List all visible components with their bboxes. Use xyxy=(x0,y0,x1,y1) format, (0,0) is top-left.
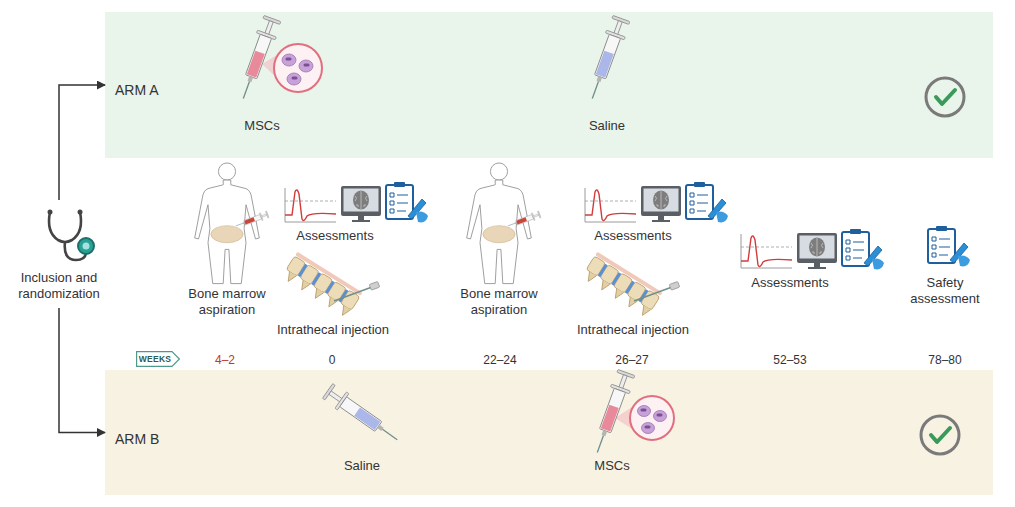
clipboard xyxy=(928,226,970,266)
stem-cell xyxy=(638,406,651,417)
stem-cell xyxy=(654,411,667,422)
msc-syringe xyxy=(588,369,636,456)
arm-band: ARM B Saline MSCs xyxy=(105,370,993,495)
week-number: 26–27 xyxy=(602,352,662,368)
step-label: Intrathecal injection xyxy=(258,322,408,338)
week-number: 52–53 xyxy=(760,352,820,368)
stem-cell xyxy=(299,60,313,72)
signal-graph xyxy=(741,234,792,268)
stem-cell xyxy=(282,54,296,66)
treatment-label: MSCs xyxy=(222,118,302,134)
human-body xyxy=(467,163,532,284)
treatment-label: MSCs xyxy=(572,458,652,474)
check-icon xyxy=(921,416,959,454)
connector-arrow xyxy=(59,85,105,200)
connector-arrow xyxy=(59,308,105,433)
step-label: Safety assessment xyxy=(905,275,985,307)
mri-monitor xyxy=(641,186,681,222)
magnifier-wedge xyxy=(262,46,292,92)
magnifier-wedge xyxy=(615,402,640,434)
lumbar-spine xyxy=(281,252,379,318)
node-label: Inclusion and randomization xyxy=(14,270,104,302)
clipboard xyxy=(842,229,884,269)
clipboard xyxy=(686,182,728,222)
week-number: 78–80 xyxy=(915,352,975,368)
stem-cell xyxy=(642,423,655,434)
cell-magnifier xyxy=(274,44,322,92)
saline-syringe xyxy=(583,15,631,102)
check-icon xyxy=(926,78,964,116)
step-label: Assessments xyxy=(275,228,395,244)
step-label: Bone marrow aspiration xyxy=(454,286,544,318)
stem-cell xyxy=(287,73,301,85)
week-number: 4–2 xyxy=(195,352,255,368)
chest-piece xyxy=(78,238,94,254)
aspiration-syringe xyxy=(234,210,269,229)
msc-syringe xyxy=(234,15,282,102)
saline-syringe xyxy=(322,383,403,448)
randomization-node: Inclusion and randomization xyxy=(14,200,104,308)
lumbar-spine xyxy=(581,252,679,318)
ear-tip xyxy=(78,210,83,215)
step-label: Assessments xyxy=(573,228,693,244)
stethoscope-icon xyxy=(48,210,95,261)
treatment-label: Saline xyxy=(322,458,402,474)
step-label: Intrathecal injection xyxy=(558,322,708,338)
stethoscope-hose xyxy=(65,242,86,260)
mri-monitor xyxy=(341,186,381,222)
clipboard xyxy=(386,182,428,222)
signal-graph xyxy=(585,188,636,222)
signal-graph xyxy=(285,188,336,222)
step-label: Assessments xyxy=(730,275,850,291)
stethoscope-tubes xyxy=(49,212,81,242)
cell-magnifier xyxy=(630,396,674,440)
arm-band: ARM A MSCs Saline xyxy=(105,12,993,158)
human-body xyxy=(195,163,260,284)
step-label: Bone marrow aspiration xyxy=(182,286,272,318)
arm-label: ARM A xyxy=(115,82,195,98)
week-number: 0 xyxy=(302,352,362,368)
tag-label: WEEKS xyxy=(136,351,174,367)
arm-label: ARM B xyxy=(115,431,195,447)
chest-piece-center xyxy=(83,243,90,250)
tag-outline xyxy=(137,352,180,367)
cell-nuclei xyxy=(642,410,661,427)
aspiration-syringe xyxy=(506,210,541,229)
ear-tip xyxy=(48,210,53,215)
treatment-label: Saline xyxy=(567,118,647,134)
cell-nuclei xyxy=(287,59,308,78)
mri-monitor xyxy=(797,233,837,269)
weeks-tag: WEEKS xyxy=(136,351,180,367)
week-number: 22–24 xyxy=(470,352,530,368)
